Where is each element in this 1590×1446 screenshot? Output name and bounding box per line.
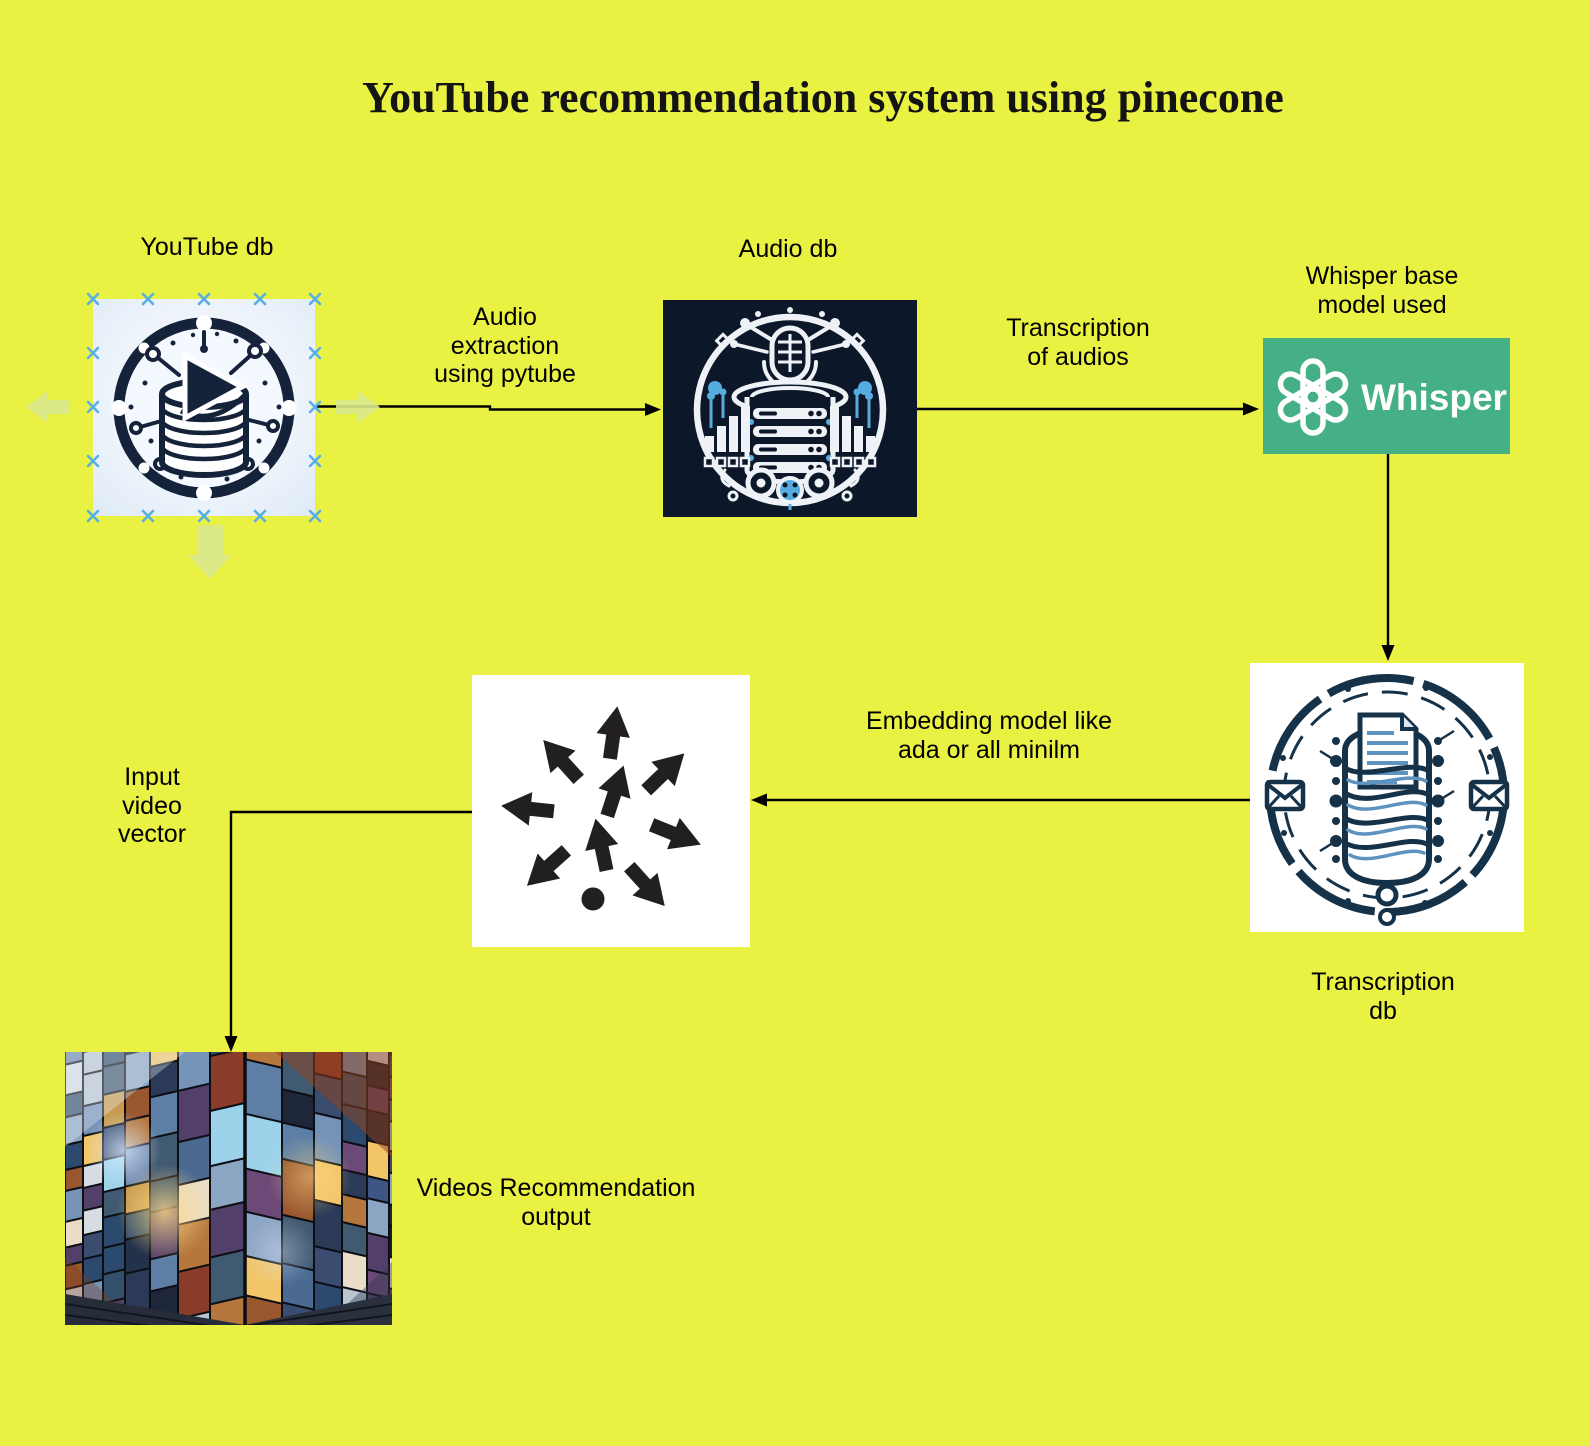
edge-label-embedding: Embedding model like ada or all minilm bbox=[866, 707, 1112, 764]
audio-db-node[interactable] bbox=[663, 300, 917, 517]
whisper-label: Whisper base model used bbox=[1305, 262, 1459, 319]
openai-icon bbox=[1277, 358, 1349, 436]
videos-output-node[interactable] bbox=[65, 1052, 392, 1325]
connector-youtube-to-audio[interactable] bbox=[316, 403, 661, 416]
youtube-db-node[interactable] bbox=[93, 299, 315, 516]
connection-point-handle[interactable] bbox=[197, 509, 212, 524]
connection-point-handle[interactable] bbox=[86, 292, 101, 307]
vector-icon bbox=[472, 675, 750, 947]
connector-whisper-to-transcription[interactable] bbox=[1381, 454, 1395, 661]
whisper-logo: Whisper bbox=[1263, 338, 1510, 454]
connection-point-handle[interactable] bbox=[253, 292, 268, 307]
videos-mosaic-image bbox=[65, 1052, 392, 1325]
transcription-db-label: Transcription db bbox=[1311, 968, 1455, 1025]
clone-right-arrow[interactable] bbox=[336, 391, 380, 423]
transcription-db-icon bbox=[1250, 663, 1524, 932]
diagram-title: YouTube recommendation system using pine… bbox=[362, 73, 1284, 122]
edge-label-audio-extraction: Audio extraction using pytube bbox=[434, 303, 576, 388]
clone-down-arrow[interactable] bbox=[188, 525, 232, 579]
clone-left-arrow[interactable] bbox=[26, 391, 70, 423]
connection-point-handle[interactable] bbox=[86, 509, 101, 524]
whisper-node[interactable]: Whisper bbox=[1263, 338, 1510, 454]
connection-point-handle[interactable] bbox=[308, 509, 323, 524]
connection-point-handle[interactable] bbox=[308, 400, 323, 415]
connector-vector-to-output[interactable] bbox=[224, 810, 473, 1052]
videos-output-label: Videos Recommendation output bbox=[416, 1174, 696, 1231]
youtube-db-icon bbox=[93, 299, 315, 516]
connection-point-handle[interactable] bbox=[197, 292, 212, 307]
connection-point-handle[interactable] bbox=[141, 509, 156, 524]
connection-point-handle[interactable] bbox=[86, 400, 101, 415]
youtube-db-label: YouTube db bbox=[140, 233, 274, 261]
audio-db-label: Audio db bbox=[738, 235, 838, 263]
connector-audio-to-whisper[interactable] bbox=[917, 402, 1259, 416]
connection-point-handle[interactable] bbox=[308, 346, 323, 361]
whisper-logo-text: Whisper bbox=[1361, 377, 1507, 418]
connection-point-handle[interactable] bbox=[308, 454, 323, 469]
edge-label-transcription: Transcription of audios bbox=[1006, 314, 1150, 371]
connection-point-handle[interactable] bbox=[86, 454, 101, 469]
connection-point-handle[interactable] bbox=[253, 509, 268, 524]
connection-point-handle[interactable] bbox=[86, 346, 101, 361]
connector-transcription-to-vector[interactable] bbox=[751, 793, 1250, 807]
audio-db-icon bbox=[663, 300, 917, 517]
connection-point-handle[interactable] bbox=[308, 292, 323, 307]
vector-embedding-node[interactable] bbox=[472, 675, 750, 947]
transcription-db-node[interactable] bbox=[1250, 663, 1524, 932]
edge-label-input-vector: Input video vector bbox=[117, 763, 187, 848]
connection-point-handle[interactable] bbox=[141, 292, 156, 307]
